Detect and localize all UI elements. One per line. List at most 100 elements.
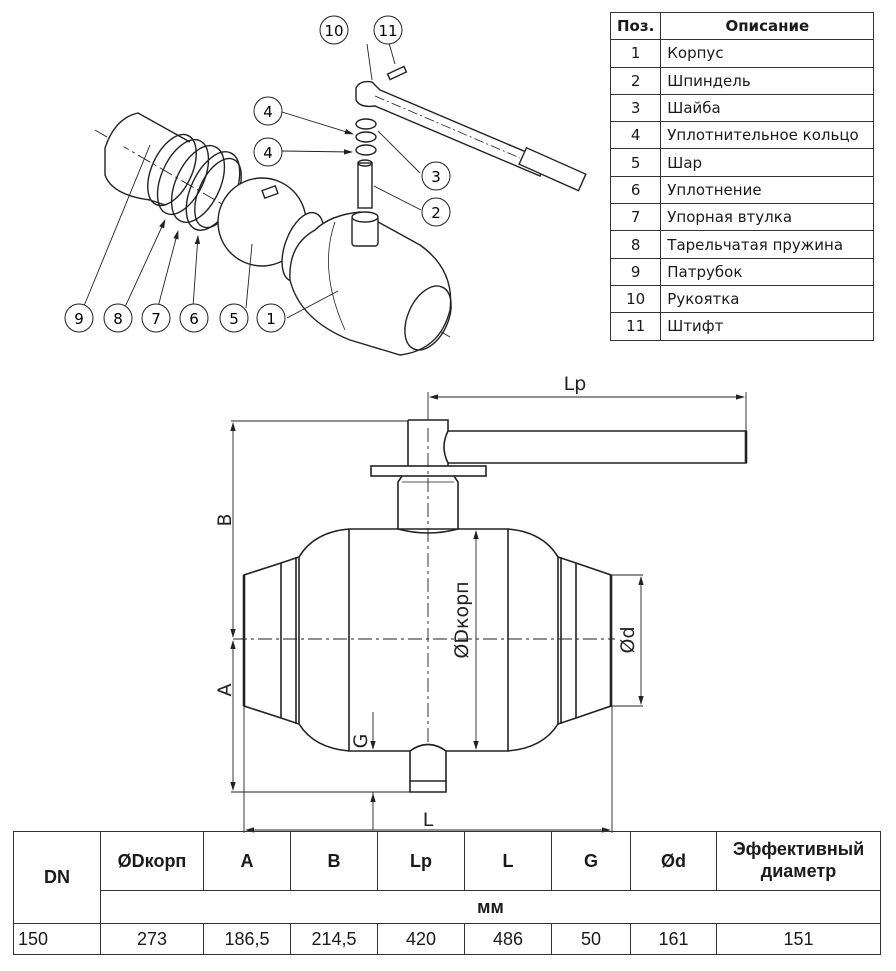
label-lp: Lp: [564, 373, 587, 395]
pipe-part: [104, 112, 197, 207]
header-dkorp: ØDкорп: [100, 831, 204, 891]
pos-cell: 9: [609, 257, 662, 286]
callout-4a: 4: [253, 96, 283, 126]
header-d: Ød: [630, 831, 717, 891]
desc-cell: Тарельчатая пружина: [660, 230, 875, 259]
desc-cell: Уплотнительное кольцо: [660, 121, 875, 150]
thrust-sleeve-ring: [170, 144, 226, 224]
value-d: 161: [630, 923, 717, 955]
svg-text:8: 8: [113, 310, 123, 328]
svg-text:2: 2: [431, 204, 441, 222]
pos-cell: 11: [609, 312, 662, 341]
pos-cell: 3: [609, 93, 662, 123]
body-part: [281, 211, 452, 356]
pos-cell: 10: [609, 284, 662, 314]
desc-cell: Патрубок: [660, 257, 875, 286]
value-l: 486: [464, 923, 552, 955]
callout-4b: 4: [253, 137, 283, 167]
valve-outline: [242, 419, 748, 793]
header-effective-diameter: Эффективный диаметр: [716, 831, 881, 891]
pin-part: [386, 65, 408, 81]
callout-3: 3: [421, 161, 451, 191]
header-desc: Описание: [660, 11, 875, 41]
callout-1: 1: [256, 303, 286, 333]
callout-8: 8: [103, 303, 133, 333]
pos-cell: 2: [609, 66, 662, 95]
o-ring-part: [355, 144, 377, 156]
value-effective-diameter: 151: [716, 923, 881, 955]
svg-text:10: 10: [324, 22, 343, 40]
callouts: 1 2 3 4 4 5 6 7 8 9 10 11: [64, 15, 451, 333]
callout-9: 9: [64, 303, 94, 333]
washer-part: [355, 118, 377, 130]
value-lp: 420: [377, 923, 465, 955]
table-row: 150 273 186,5 214,5 420 486 50 161 151: [13, 923, 881, 955]
header-lp: Lp: [377, 831, 465, 891]
dimension-labels: Lp B A G L Ød ØDкорп: [214, 373, 639, 831]
pos-cell: 8: [609, 230, 662, 259]
label-l: L: [423, 809, 434, 831]
callout-7: 7: [141, 303, 171, 333]
spring-ring: [156, 138, 210, 216]
exploded-view: [83, 42, 587, 356]
label-b: B: [214, 513, 236, 526]
dimensions-header-row: DN ØDкорп A B Lp L G Ød Эффективный диам…: [13, 831, 881, 924]
desc-cell: Шпиндель: [660, 66, 875, 95]
svg-text:4: 4: [263, 144, 273, 162]
header-pos: Поз.: [609, 11, 662, 41]
value-dn: 150: [13, 923, 101, 955]
value-a: 186,5: [203, 923, 291, 955]
desc-cell: Корпус: [660, 39, 875, 68]
label-g: G: [350, 734, 372, 749]
svg-text:11: 11: [378, 22, 397, 40]
header-dn: DN: [13, 831, 101, 924]
svg-text:6: 6: [189, 310, 199, 328]
parts-table-header: Поз. Описание: [609, 11, 875, 41]
desc-cell: Шайба: [660, 93, 875, 123]
svg-text:9: 9: [74, 310, 84, 328]
desc-cell: Рукоятка: [660, 284, 875, 314]
o-ring-part: [355, 131, 377, 143]
header-b: B: [290, 831, 378, 891]
unit-cell: мм: [100, 890, 881, 924]
value-b: 214,5: [290, 923, 378, 955]
pos-cell: 5: [609, 148, 662, 177]
label-a: A: [214, 684, 236, 697]
desc-cell: Штифт: [660, 312, 875, 341]
pos-cell: 6: [609, 175, 662, 205]
pos-cell: 1: [609, 39, 662, 68]
callout-2: 2: [421, 197, 451, 227]
dimension-drawing: [230, 392, 748, 833]
svg-text:5: 5: [229, 310, 239, 328]
callout-5: 5: [219, 303, 249, 333]
pos-cell: 4: [609, 121, 662, 150]
desc-cell: Упорная втулка: [660, 203, 875, 232]
svg-text:1: 1: [266, 310, 276, 328]
desc-cell: Шар: [660, 148, 875, 177]
spindle-part: [357, 159, 373, 209]
dimensions-table: DN ØDкорп A B Lp L G Ød Эффективный диам…: [13, 831, 881, 955]
value-g: 50: [551, 923, 631, 955]
dimensions-unit-row: мм: [14, 890, 881, 924]
header-g: G: [551, 831, 631, 891]
callout-11: 11: [373, 15, 403, 45]
callout-6: 6: [179, 303, 209, 333]
svg-text:7: 7: [151, 310, 161, 328]
desc-cell: Уплотнение: [660, 175, 875, 205]
pos-cell: 7: [609, 203, 662, 232]
value-dkorp: 273: [100, 923, 204, 955]
svg-text:3: 3: [431, 168, 441, 186]
header-l: L: [464, 831, 552, 891]
